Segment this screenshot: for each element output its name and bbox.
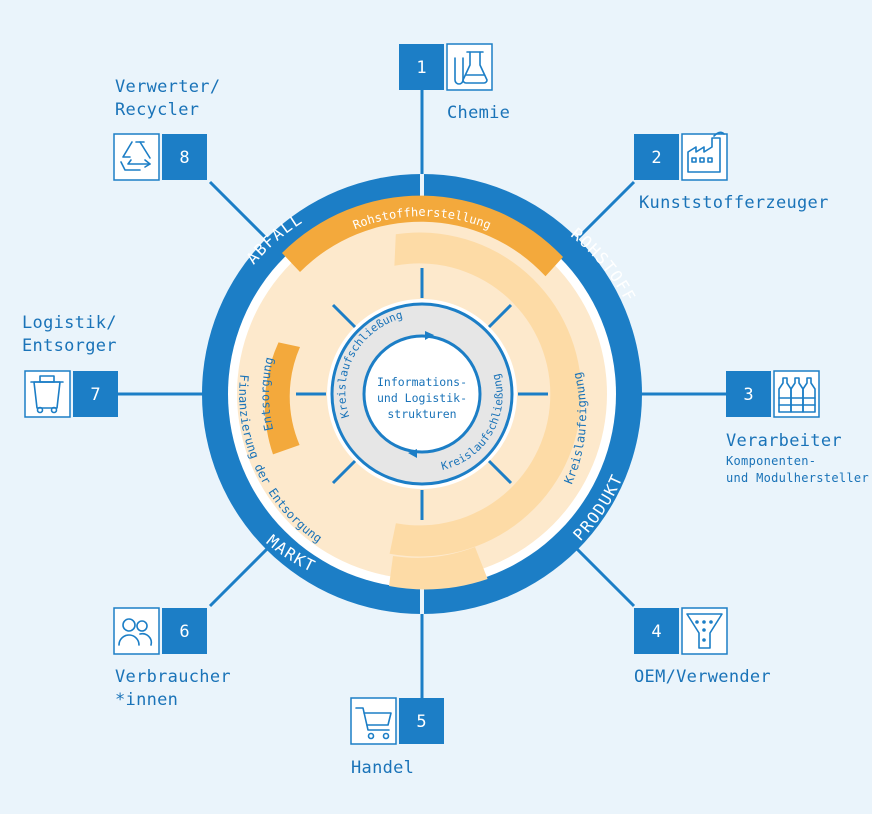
stakeholder-label-1: Chemie (447, 102, 510, 125)
funnel-icon (686, 613, 723, 649)
number-2: 2 (651, 148, 661, 168)
number-box-5 (399, 698, 444, 744)
arrow-icon (425, 331, 434, 340)
recycle-icon (120, 141, 151, 171)
bottles-icon (778, 377, 816, 413)
number-6: 6 (179, 622, 189, 642)
number-7: 7 (90, 385, 100, 405)
number-box-1 (399, 44, 444, 90)
flask-icon (454, 51, 488, 85)
stakeholder-6-name: Verbraucher (115, 667, 231, 687)
number-5: 5 (416, 712, 426, 732)
stakeholder-label-6: Verbraucher *innen (115, 666, 231, 712)
stakeholder-6-name-2: *innen (115, 690, 179, 710)
center-circle (362, 334, 482, 454)
bin-icon (30, 375, 64, 414)
icon-box-6 (113, 607, 160, 655)
people-icon (118, 618, 153, 646)
stakeholder-3-sub-1: Komponenten- (726, 454, 817, 468)
arrow-icon (408, 449, 417, 458)
stakeholder-5-name: Handel (351, 758, 415, 778)
rohstoff-segment (282, 195, 563, 277)
number-box-7 (73, 371, 118, 417)
stakeholder-8-name: Verwerter/ (115, 77, 221, 97)
stakeholder-7-name-2: Entsorger (22, 336, 117, 356)
number-box-8 (162, 134, 207, 180)
center-line-3: strukturen (387, 407, 456, 421)
inner-ticks (296, 268, 548, 520)
center-line-1: Informations- (377, 375, 467, 389)
number-3: 3 (743, 385, 753, 405)
stakeholder-7-name: Logistik/ (22, 313, 117, 333)
stakeholder-label-4: OEM/Verwender (634, 666, 771, 689)
kreislauf-segment (389, 232, 582, 557)
stakeholder-1-name: Chemie (447, 103, 511, 123)
icon-box-7 (24, 370, 71, 418)
number-8: 8 (179, 148, 189, 168)
number-4: 4 (651, 622, 661, 642)
number-box-6 (162, 608, 207, 654)
number-box-3 (726, 371, 771, 417)
stakeholder-label-5: Handel (351, 757, 414, 780)
stakeholder-3-sub-2: und Modulhersteller (726, 471, 869, 485)
stakeholder-label-8: Verwerter/ Recycler (115, 76, 220, 122)
stakeholder-8-name-2: Recycler (115, 100, 200, 120)
entsorgung-segment (264, 342, 300, 455)
center-line-2: und Logistik- (377, 391, 467, 405)
stakeholder-3-name: Verarbeiter (726, 431, 842, 451)
number-box-2 (634, 134, 679, 180)
stakeholder-label-7: Logistik/ Entsorger (22, 312, 117, 358)
stakeholder-4-name: OEM/Verwender (634, 667, 771, 687)
stakeholder-label-2: Kunststofferzeuger (639, 192, 829, 215)
stakeholder-label-3: Verarbeiter Komponenten- und Modulherste… (726, 430, 869, 487)
factory-icon (687, 131, 725, 173)
number-box-4 (634, 608, 679, 654)
icon-box-8 (113, 133, 160, 181)
stakeholder-2-name: Kunststofferzeuger (639, 193, 829, 213)
number-1: 1 (416, 58, 426, 78)
cart-icon (355, 707, 392, 740)
